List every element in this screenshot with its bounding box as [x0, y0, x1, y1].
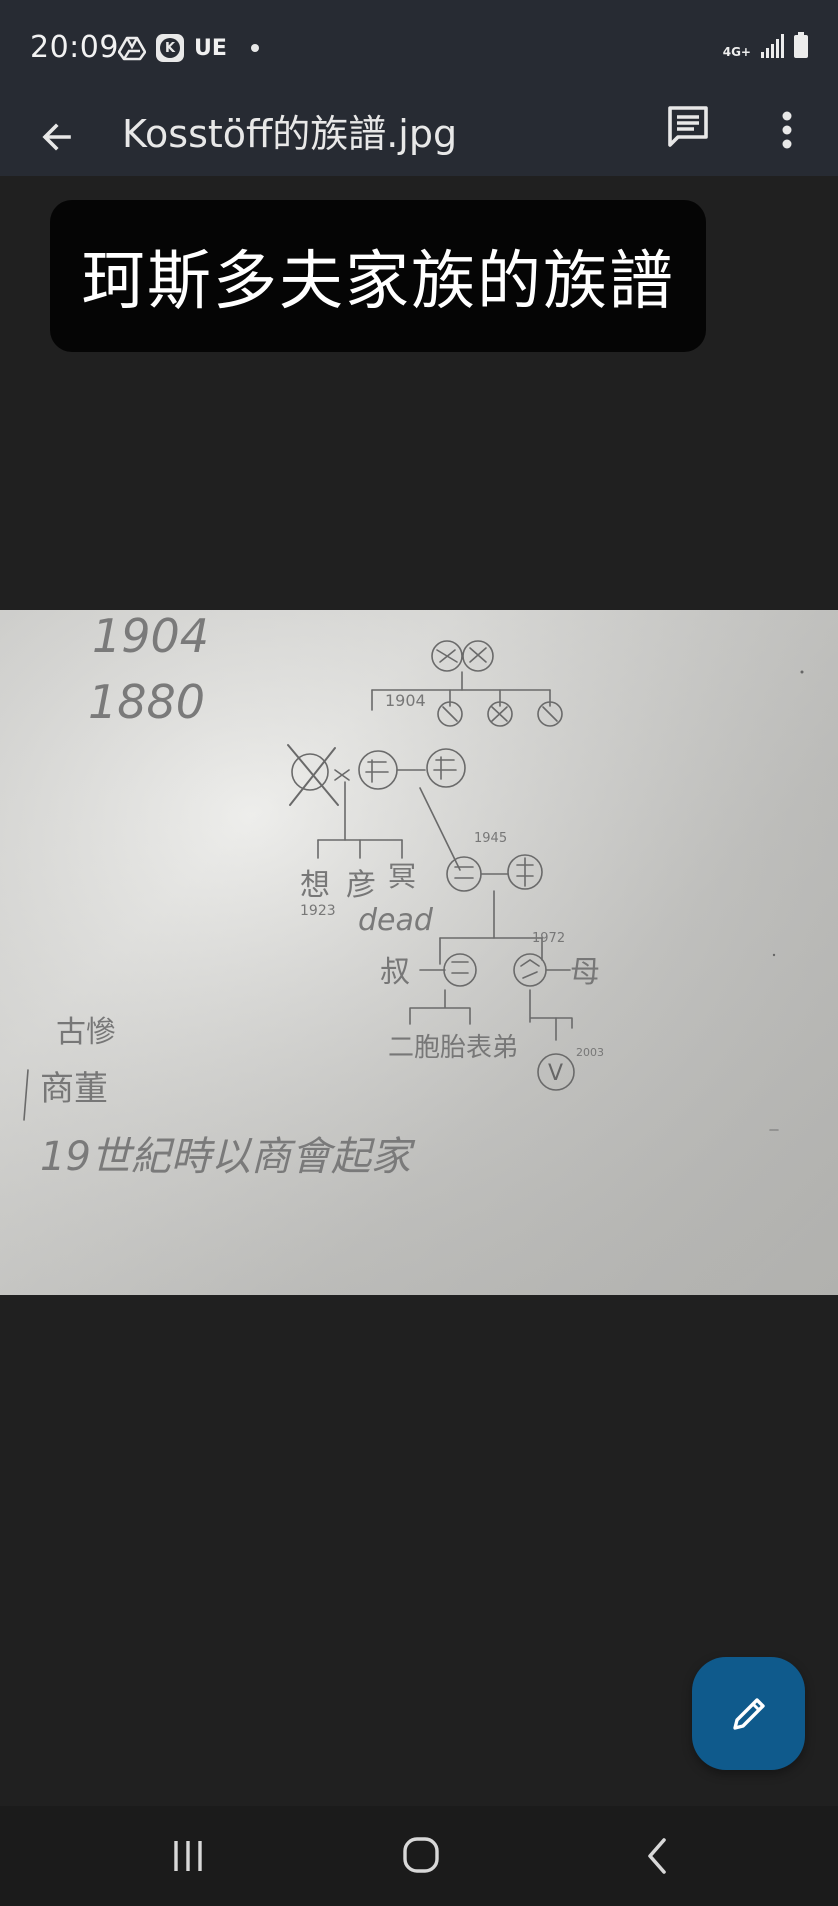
back-chevron-icon[interactable]	[642, 1836, 672, 1876]
battery-icon	[794, 32, 808, 58]
back-button[interactable]	[30, 110, 84, 164]
svg-text:二胞胎表弟: 二胞胎表弟	[388, 1033, 518, 1063]
dead-text: dead	[358, 903, 434, 938]
status-bar: 20:09 K UE 4G+	[0, 0, 838, 96]
year-1904-small-text: 1904	[385, 691, 426, 710]
family-tree-photo[interactable]: 1904 1880 1904 想 彦 冥 1923	[0, 610, 838, 1295]
signal-icon	[761, 34, 784, 58]
year-1880-text: 1880	[88, 675, 205, 729]
status-time: 20:09	[30, 30, 119, 65]
home-icon[interactable]	[402, 1836, 440, 1874]
more-vert-icon	[782, 111, 792, 149]
arrow-back-icon	[42, 123, 71, 151]
status-icons-left: K UE	[118, 34, 259, 62]
comment-icon	[668, 106, 708, 147]
file-title: Kosstöff的族譜.jpg	[122, 112, 458, 156]
year-1945-text: 1945	[474, 831, 507, 846]
caption-overlay: 珂斯多夫家族的族譜	[50, 200, 706, 352]
svg-text:冥: 冥	[388, 860, 416, 893]
year-1972-text: 1972	[532, 931, 565, 946]
ue-icon: UE	[194, 35, 227, 61]
svg-text:古慘: 古慘	[56, 1015, 116, 1050]
svg-text:叔: 叔	[380, 955, 410, 990]
year-1923-text: 1923	[300, 903, 336, 919]
year-2003-text: 2003	[576, 1046, 604, 1059]
caption-text: 珂斯多夫家族的族譜	[81, 245, 675, 319]
k-app-icon: K	[156, 34, 184, 62]
note-text: 19世紀時以商會起家	[40, 1134, 416, 1180]
svg-text:想: 想	[300, 868, 330, 903]
comment-button[interactable]	[664, 102, 718, 156]
status-icons-right: 4G+	[723, 32, 808, 58]
network-4g-icon: 4G+	[722, 45, 751, 59]
handwritten-family-tree-image: 1904 1880 1904 想 彦 冥 1923	[0, 610, 838, 1295]
dot-icon	[250, 44, 259, 52]
drive-icon	[118, 36, 146, 61]
year-1904-text: 1904	[92, 610, 209, 663]
more-options-button[interactable]	[760, 100, 814, 160]
svg-text:商董: 商董	[40, 1069, 108, 1109]
svg-text:母: 母	[570, 955, 600, 990]
svg-text:彦: 彦	[346, 868, 376, 903]
edit-fab-button[interactable]	[692, 1657, 805, 1770]
recents-icon[interactable]	[170, 1838, 206, 1874]
system-nav-bar	[0, 1806, 838, 1906]
v-label-text: V	[548, 1061, 563, 1086]
edit-pencil-icon	[732, 1697, 765, 1730]
